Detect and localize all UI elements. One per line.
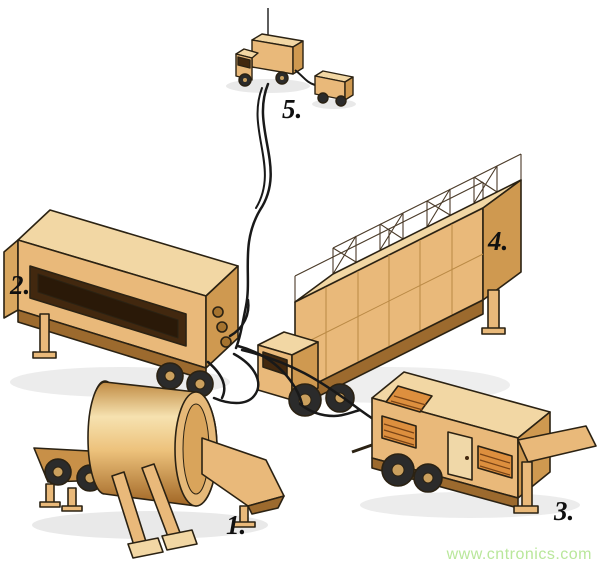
support-legs (111, 463, 198, 559)
callout-5: 5. (282, 94, 303, 124)
small-truck (235, 33, 304, 87)
vent-hatch (381, 415, 417, 449)
window-inner (37, 273, 179, 339)
generator-trailer (351, 371, 597, 514)
nose-cone (201, 437, 285, 528)
truck-end-face (482, 179, 522, 301)
panel-lines (294, 224, 484, 379)
watermark: www.cntronics.com (446, 546, 592, 563)
callout-4: 4. (488, 226, 509, 256)
mast-truck (257, 153, 522, 417)
access-door (447, 431, 473, 481)
gen-wheels (381, 453, 443, 493)
tow-cable (294, 69, 316, 86)
truck-window (237, 56, 251, 69)
cable-port (212, 306, 224, 318)
jack-leg (32, 313, 57, 359)
antenna-truck-group (235, 8, 354, 107)
vent-hatch (477, 445, 513, 479)
truck-jack-leg (481, 289, 506, 335)
rear-jacks (39, 483, 83, 512)
lattice-frame (294, 153, 522, 302)
callout-3: 3. (554, 496, 575, 526)
cable-port (216, 321, 228, 333)
callout-2: 2. (10, 270, 31, 300)
command-trailer (3, 209, 239, 398)
side-ramp (517, 425, 597, 463)
radar-unit (33, 380, 285, 559)
vent-hatch (385, 385, 433, 413)
generator-cart (314, 70, 354, 107)
cable-port (220, 336, 232, 348)
hitch-bar (351, 443, 373, 454)
trailer-wheels (156, 362, 214, 398)
callout-1: 1. (226, 510, 247, 540)
ramp-leg (513, 461, 539, 514)
